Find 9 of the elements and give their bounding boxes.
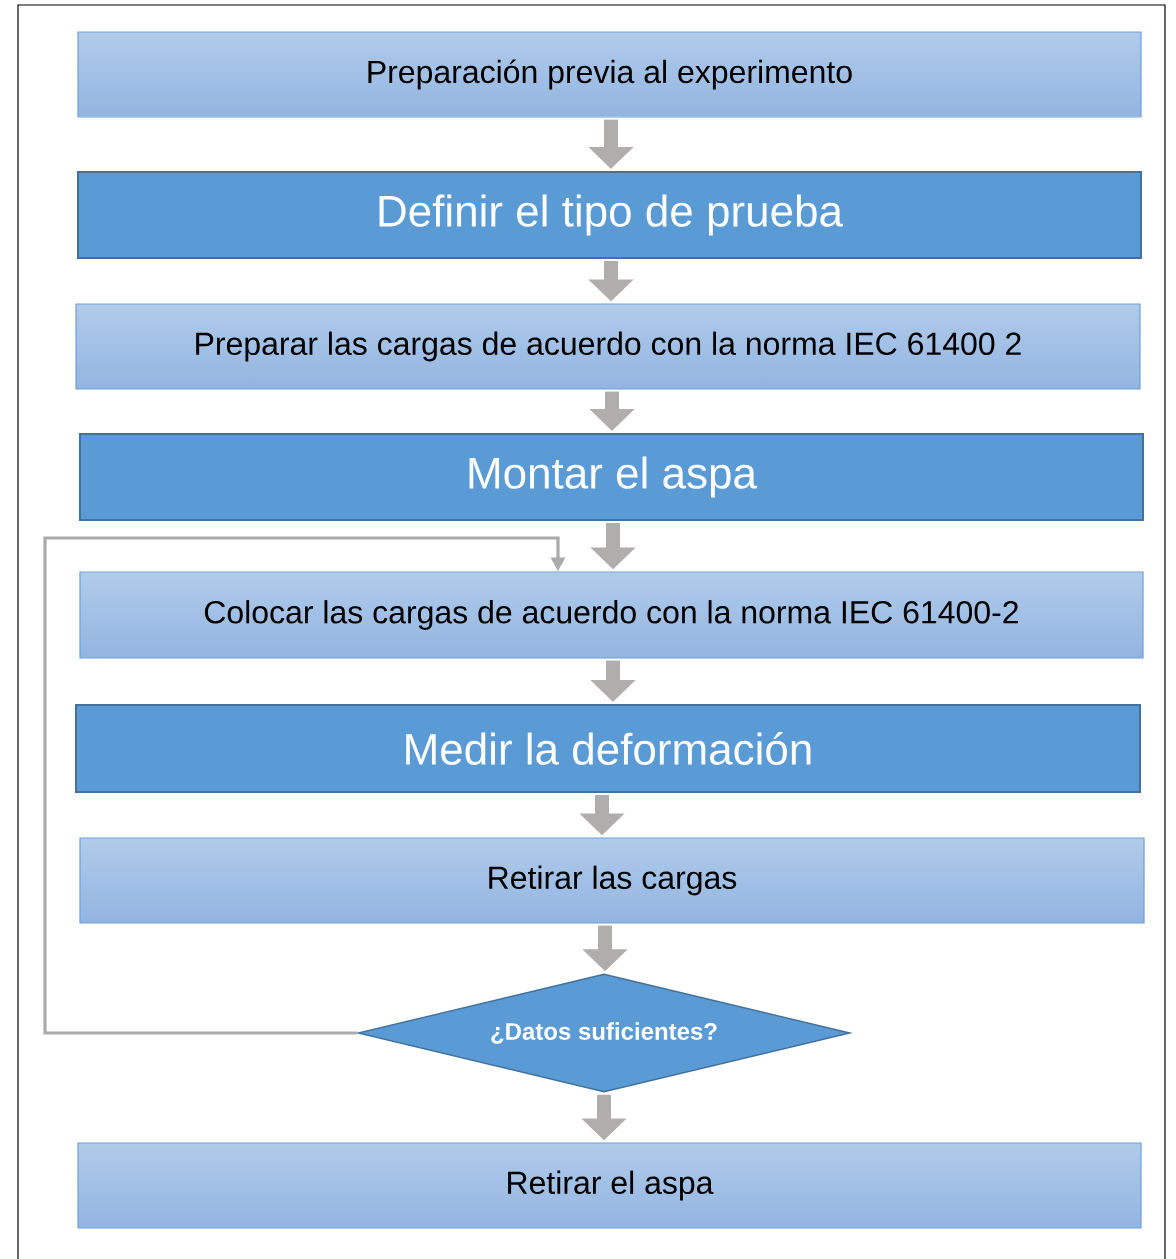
process-box: Definir el tipo de prueba	[77, 171, 1142, 259]
process-box: Retirar el aspa	[77, 1142, 1142, 1229]
process-box: Retirar las cargas	[79, 837, 1145, 924]
process-box: Colocar las cargas de acuerdo con la norma IEC 61400-2	[79, 571, 1144, 659]
process-box: Medir la deformación	[75, 704, 1141, 793]
arrow	[43, 536, 566, 1035]
process-box: Montar el aspa	[79, 433, 1144, 521]
process-box: Preparar las cargas de acuerdo con la norma IEC 61400 2	[75, 303, 1141, 390]
process-box: Preparación previa al experimento	[77, 31, 1142, 118]
